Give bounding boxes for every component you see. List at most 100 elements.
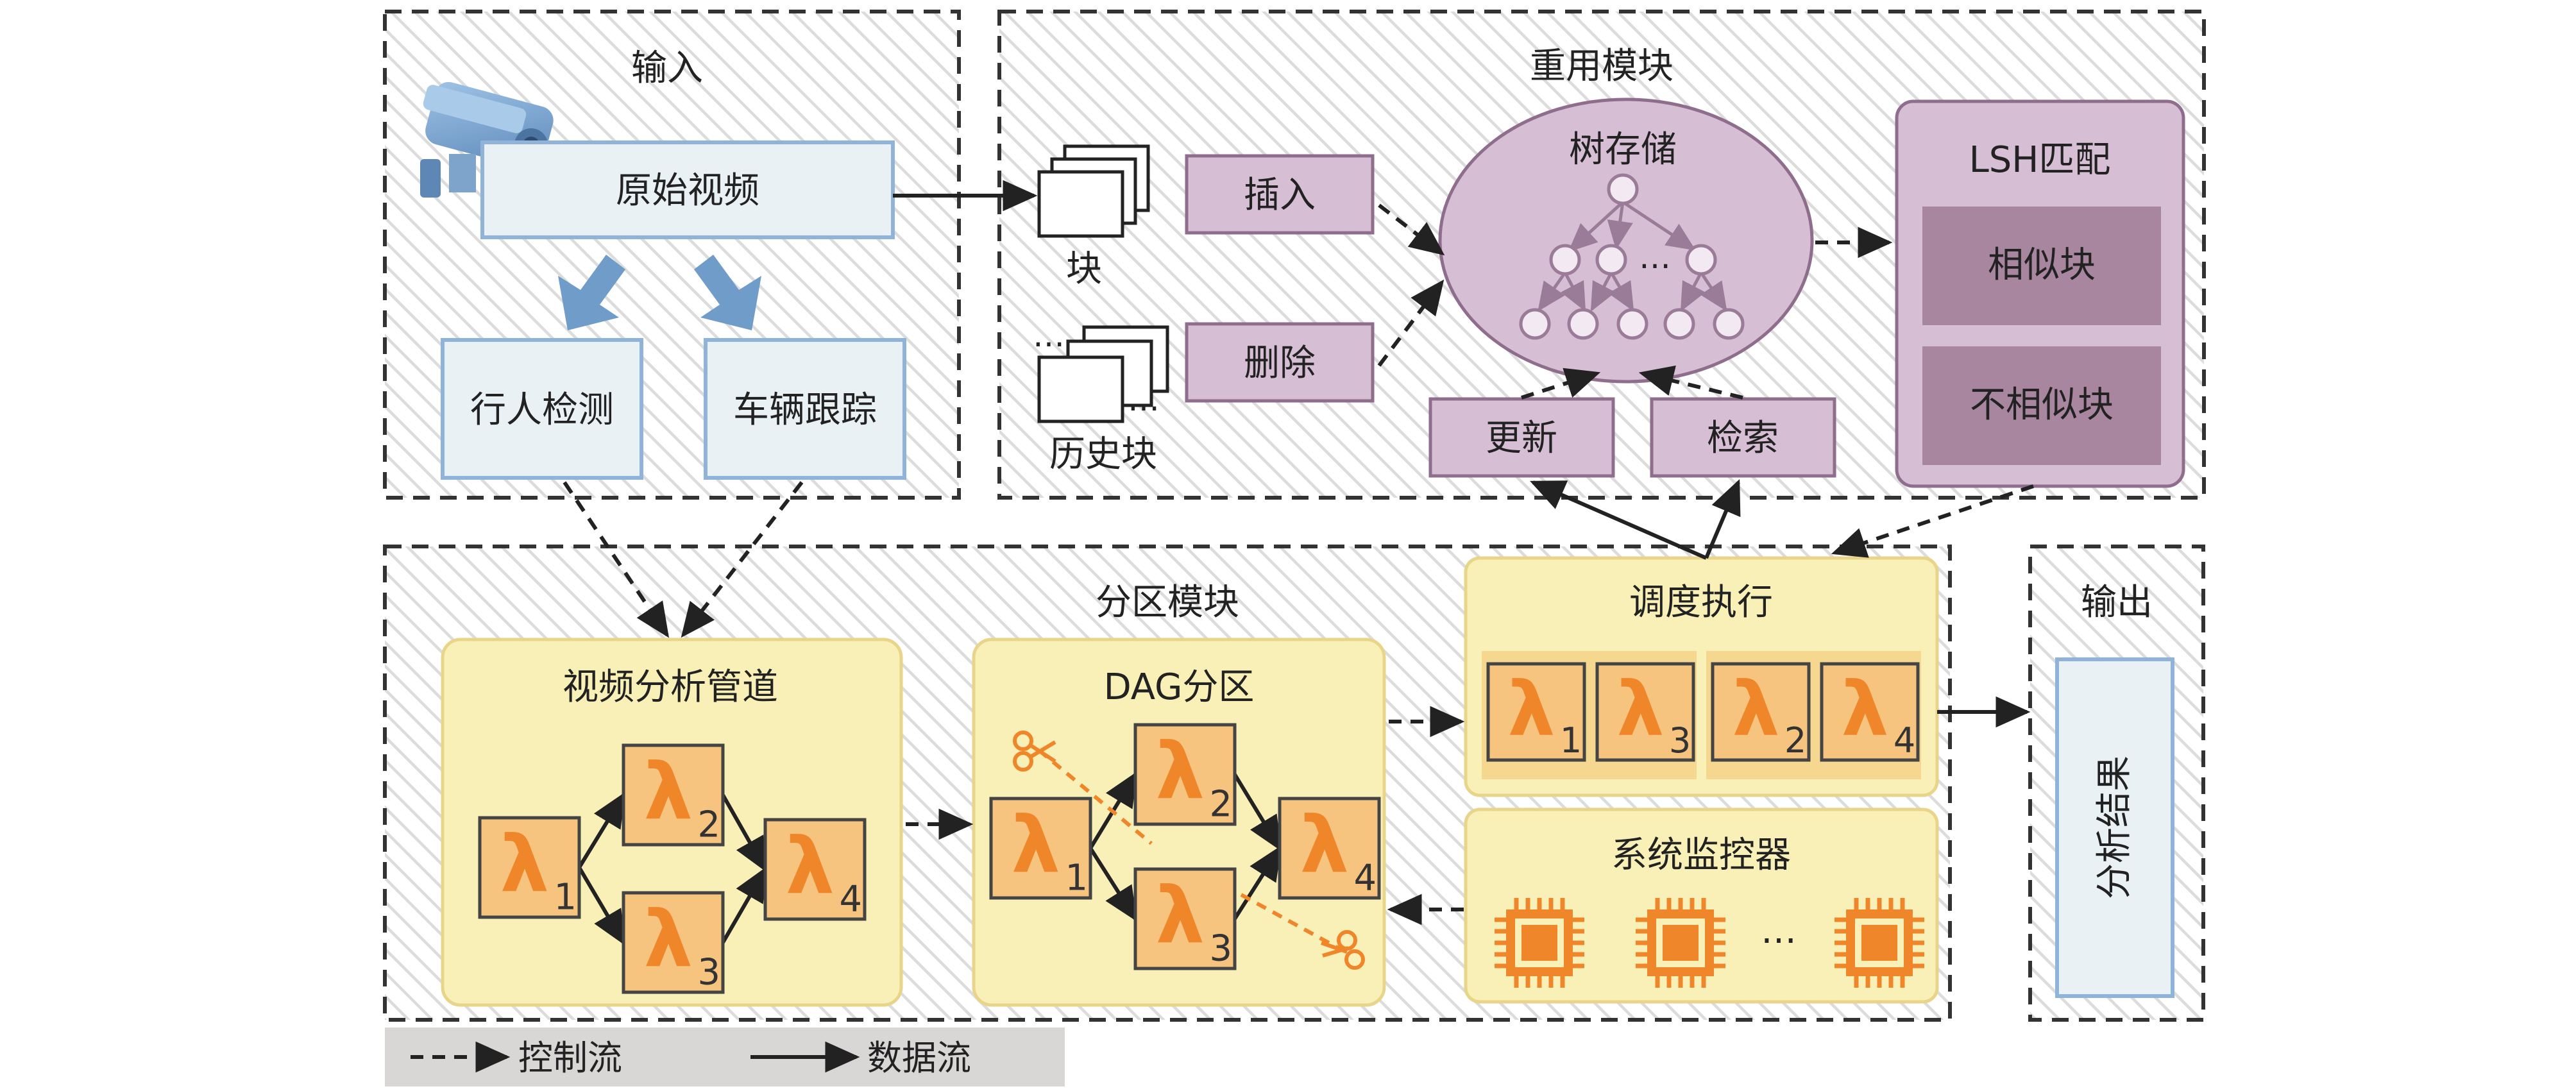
lambda-index: 2 <box>1784 720 1806 761</box>
lambda-index: 2 <box>698 804 721 846</box>
lambda-symbol: λ <box>500 820 549 910</box>
lambda-symbol: λ <box>643 895 693 985</box>
scheduler-title: 调度执行 <box>1629 582 1773 623</box>
similar-chunk-label: 相似块 <box>1988 244 2096 286</box>
connectors <box>563 180 2034 926</box>
delete-label: 删除 <box>1244 343 1316 384</box>
partition-edge <box>1233 773 1282 852</box>
lambda-index: 4 <box>840 879 863 920</box>
lambda-index: 4 <box>1894 720 1915 761</box>
delete-box: 删除 <box>1185 322 1375 403</box>
input-panel-title: 输入 <box>631 47 703 89</box>
system-monitor-box: 系统监控器 … <box>1464 808 1939 1004</box>
scissors-icon <box>1321 930 1365 970</box>
lambda-index: 1 <box>554 877 577 918</box>
lambda-index: 2 <box>1210 784 1233 825</box>
arrow-scheduler-to-update <box>1530 480 1707 560</box>
pipeline-edge <box>577 866 625 946</box>
lambda-symbol: λ <box>1300 800 1349 891</box>
partition-edge <box>1233 845 1282 920</box>
analysis-result-label: 分析结果 <box>2094 756 2135 899</box>
update-box: 更新 <box>1428 397 1615 478</box>
insert-label: 插入 <box>1244 174 1316 216</box>
legend: 控制流 数据流 <box>385 1028 1065 1087</box>
dag-partition-title: DAG分区 <box>1104 666 1255 708</box>
lambda-symbol: λ <box>1841 665 1888 753</box>
arrow-delete-to-tree <box>1377 279 1445 367</box>
chunk-stack-icon: 块 <box>1037 144 1150 290</box>
lambda-index: 1 <box>1560 720 1582 761</box>
raw-video-label: 原始视频 <box>616 170 759 212</box>
lsh-match-label: LSH匹配 <box>1969 139 2111 181</box>
lambda-symbol: λ <box>785 822 835 912</box>
tree-storage-ellipse: 树存储 … <box>1438 97 1814 384</box>
dissimilar-chunk-box <box>1922 346 2161 465</box>
tree-icon <box>1519 173 1745 340</box>
retrieve-box: 检索 <box>1650 397 1836 478</box>
history-chunk-label: 历史块 <box>1049 434 1157 475</box>
similar-chunk-box <box>1922 207 2161 325</box>
lambda-symbol: λ <box>1616 665 1664 753</box>
cpu-chip-icon <box>1495 898 1584 988</box>
pipeline-edge <box>577 791 625 869</box>
partition-panel-title: 分区模块 <box>1096 582 1239 623</box>
reuse-panel-title: 重用模块 <box>1530 46 1674 87</box>
output-panel-title: 输出 <box>2081 582 2153 623</box>
lambda-index: 4 <box>1354 858 1377 899</box>
history-chunk-icon: … … 历史块 <box>1033 317 1169 475</box>
insert-box: 插入 <box>1185 154 1375 235</box>
legend-control-label: 控制流 <box>518 1038 622 1078</box>
scissors-icon <box>1013 731 1056 772</box>
chunk-label: 块 <box>1066 248 1102 290</box>
lambda-index: 3 <box>1669 720 1691 761</box>
arrow-detection-to-pipeline <box>563 481 670 638</box>
lambda-symbol: λ <box>1155 727 1205 817</box>
arrow-tracking-to-pipeline <box>681 481 804 638</box>
dissimilar-chunk-label: 不相似块 <box>1970 384 2114 426</box>
arrow-retrieve-to-tree <box>1638 365 1743 400</box>
history-ellipsis-right: … <box>1128 381 1160 418</box>
lambda-index: 3 <box>1210 928 1233 970</box>
partition-edge <box>1089 847 1137 922</box>
analysis-result-box: 分析结果 <box>2055 657 2174 998</box>
vehicle-tracking-box: 车辆跟踪 <box>704 338 906 480</box>
pedestrian-detection-label: 行人检测 <box>470 389 614 431</box>
lambda-symbol: λ <box>1507 665 1555 753</box>
analytics-pipeline-title: 视频分析管道 <box>563 666 778 708</box>
tree-storage-label: 树存储 <box>1569 129 1677 171</box>
arrow-lsh-to-scheduler <box>1831 484 2034 558</box>
cpu-chip-icon <box>1636 898 1725 988</box>
lambda-index: 3 <box>698 952 721 994</box>
lambda-symbol: λ <box>1011 800 1060 891</box>
pedestrian-detection-box: 行人检测 <box>441 338 643 480</box>
blue-split-arrows <box>558 255 761 330</box>
monitor-ellipsis: … <box>1761 910 1797 952</box>
update-label: 更新 <box>1486 418 1557 459</box>
vehicle-tracking-label: 车辆跟踪 <box>733 389 877 431</box>
arrow-update-to-tree <box>1521 368 1601 400</box>
pipeline-edge <box>721 794 767 873</box>
legend-data-label: 数据流 <box>867 1038 971 1078</box>
chip-icons <box>1495 898 1924 988</box>
tree-ellipsis: … <box>1639 239 1671 276</box>
lambda-symbol: λ <box>1155 871 1205 961</box>
retrieve-label: 检索 <box>1707 418 1779 459</box>
history-ellipsis-left: … <box>1033 317 1065 354</box>
